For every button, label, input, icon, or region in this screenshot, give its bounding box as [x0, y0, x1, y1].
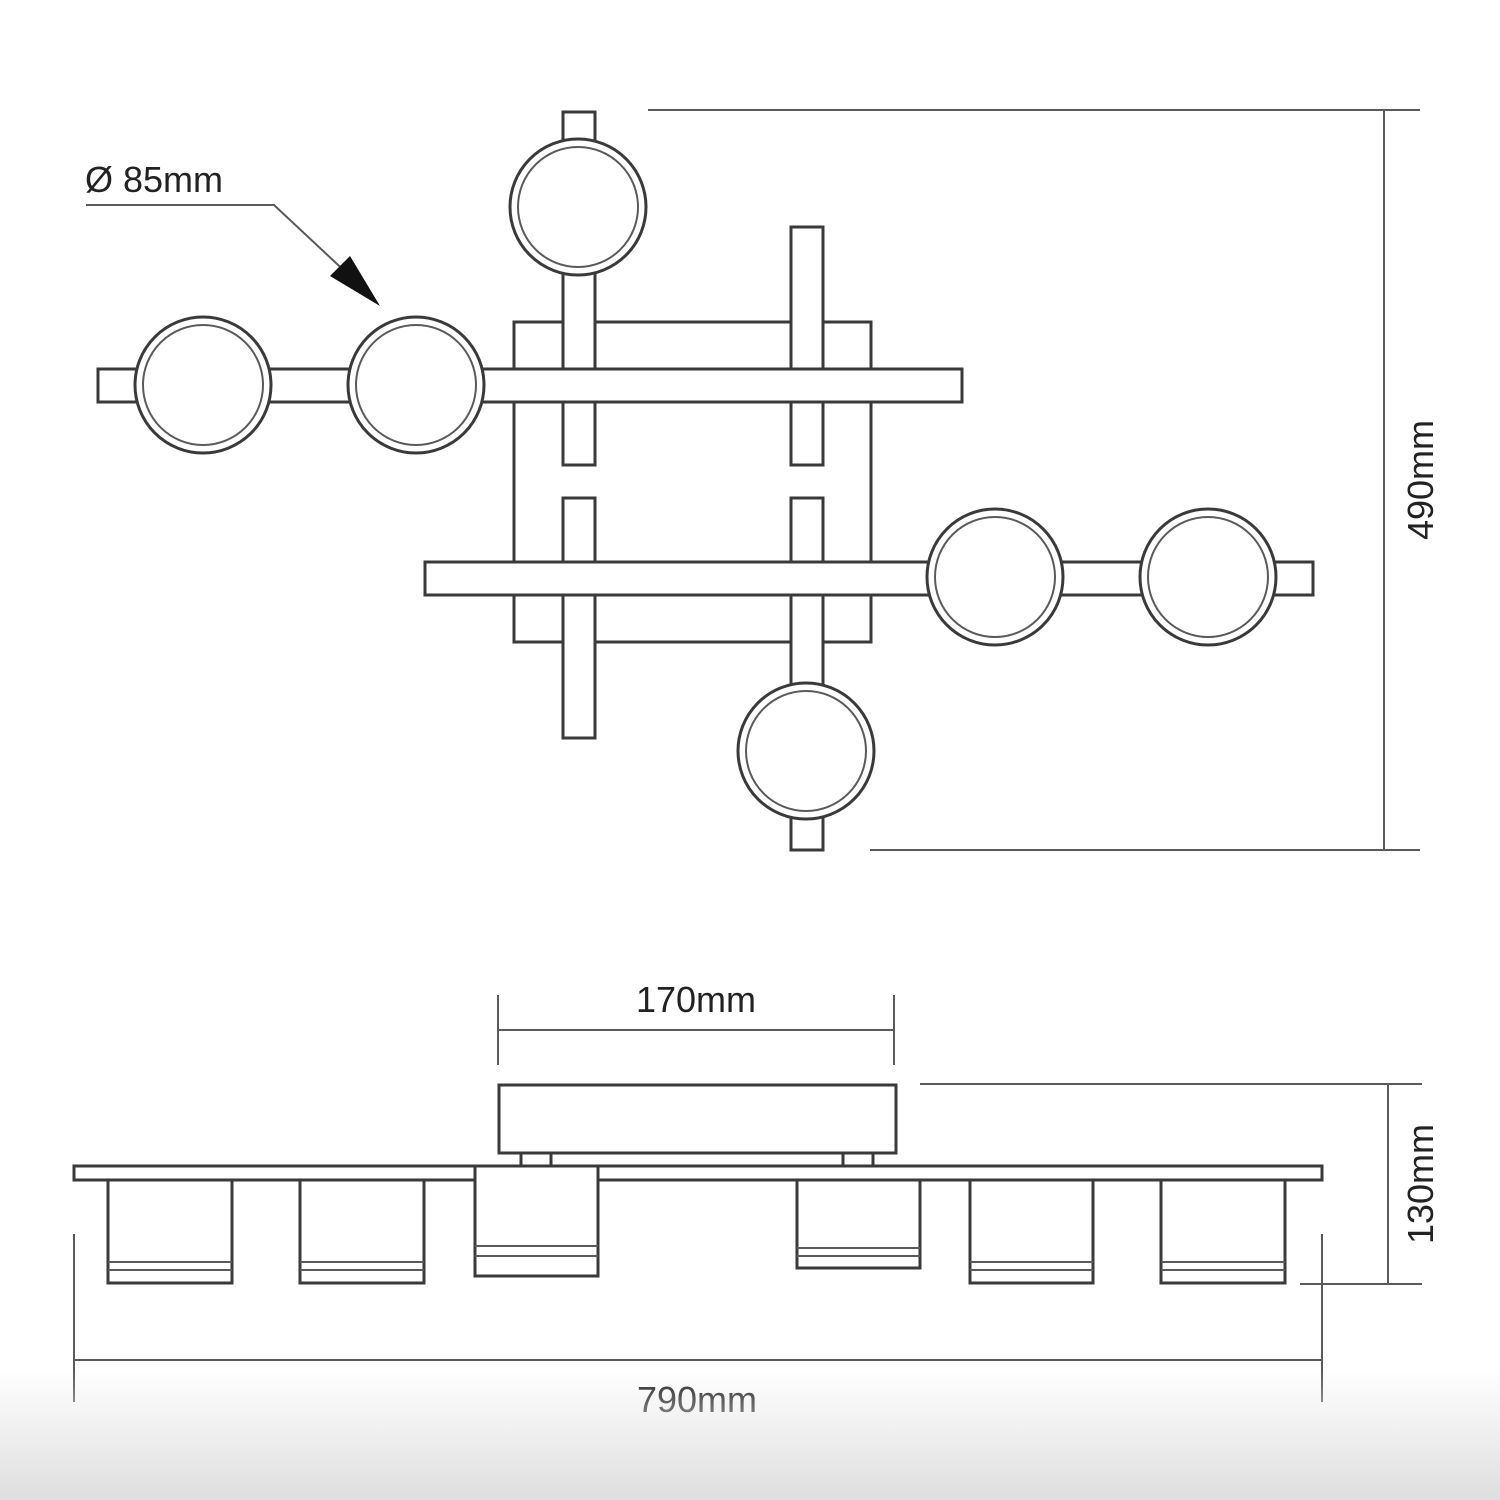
total-height-label: 130mm [1400, 1124, 1441, 1244]
spacer [841, 1151, 875, 1168]
canopy-width-label: 170mm [636, 979, 756, 1020]
lamp-cylinder [106, 1178, 234, 1285]
diameter-callout: Ø 85mm [85, 159, 380, 306]
total-height-dimension: 130mm [920, 1083, 1441, 1285]
height-label: 490mm [1400, 420, 1441, 540]
bottom-fade [0, 1370, 1500, 1500]
lamp-cylinder [298, 1178, 426, 1285]
lamp-head [508, 137, 648, 277]
lamp-cylinder-lens [475, 1245, 598, 1257]
height-dimension: 490mm [648, 109, 1441, 851]
main-plate [72, 1164, 1324, 1182]
lamp-cylinder [795, 1178, 922, 1270]
side-view: 170mm [72, 979, 1441, 1420]
lamp-head [736, 681, 876, 821]
vertical-bar [561, 496, 597, 740]
canopy-box [497, 1083, 898, 1155]
lamp-head [133, 315, 273, 455]
canopy-width-dimension: 170mm [497, 979, 895, 1065]
lamp-head [1138, 507, 1278, 647]
spacer [519, 1151, 553, 1168]
center-block [473, 1164, 600, 1278]
lamp-cylinder [1159, 1178, 1287, 1285]
lamp-head [925, 507, 1065, 647]
top-view: Ø 85mm 490mm [85, 109, 1441, 852]
diameter-label: Ø 85mm [85, 159, 223, 200]
vertical-bar [789, 225, 825, 467]
lamp-cylinder [968, 1178, 1095, 1285]
arrow-head-icon [330, 256, 380, 306]
lamp-head [346, 315, 486, 455]
